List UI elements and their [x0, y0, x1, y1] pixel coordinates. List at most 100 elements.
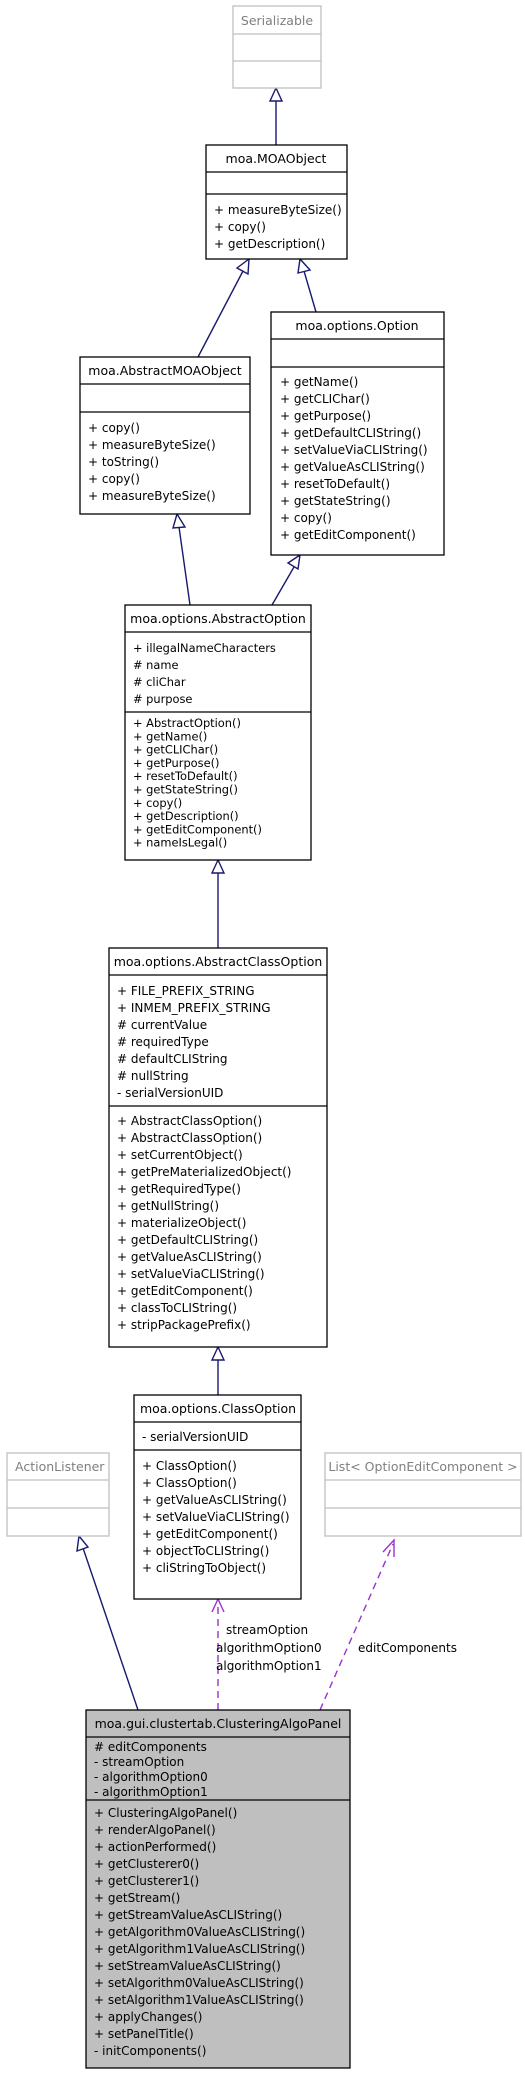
- method: + getEditComponent(): [142, 1527, 278, 1541]
- method: + getDescription(): [214, 237, 325, 251]
- method: + resetToDefault(): [133, 769, 238, 783]
- inheritance-edge-abstractmoaobject-moaobject: [197, 257, 250, 358]
- class-title: moa.options.AbstractOption: [130, 611, 306, 626]
- method: + renderAlgoPanel(): [94, 1823, 216, 1837]
- method: + getRequiredType(): [117, 1182, 241, 1196]
- class-option: moa.options.Option + getName() + getCLIC…: [270, 311, 445, 556]
- method: + getCLIChar(): [280, 392, 370, 406]
- class-title: moa.options.ClassOption: [140, 1401, 296, 1416]
- inheritance-edge-moaobject-serializable: [268, 86, 284, 145]
- method: + getStreamValueAsCLIString(): [94, 1908, 282, 1922]
- method: + getName(): [133, 729, 207, 743]
- edge-label-algorithm-option0: algorithmOption0: [216, 1641, 322, 1655]
- method: + materializeObject(): [117, 1216, 246, 1230]
- method: + setValueViaCLIString(): [117, 1267, 265, 1281]
- class-list-option-edit-component: List< OptionEditComponent >: [324, 1452, 522, 1537]
- attribute: # currentValue: [117, 1018, 207, 1032]
- method: + actionPerformed(): [94, 1840, 216, 1854]
- method: + getPurpose(): [280, 409, 371, 423]
- attribute: - algorithmOption1: [94, 1785, 208, 1799]
- class-abstract-moa-object: moa.AbstractMOAObject + copy() + measure…: [79, 356, 251, 515]
- method: + getPreMaterializedObject(): [117, 1165, 291, 1179]
- method: + setCurrentObject(): [117, 1148, 243, 1162]
- edge-label-edit-components: editComponents: [358, 1641, 457, 1655]
- method: + cliStringToObject(): [142, 1561, 266, 1575]
- usage-edge-panel-list: [319, 1538, 395, 1711]
- attribute: # name: [133, 658, 178, 672]
- attribute: # purpose: [133, 692, 192, 706]
- method: + copy(): [214, 220, 266, 234]
- edge-label-algorithm-option1: algorithmOption1: [216, 1659, 322, 1673]
- attribute: # editComponents: [94, 1740, 207, 1754]
- method: + getClusterer1(): [94, 1874, 199, 1888]
- class-action-listener: ActionListener: [6, 1452, 110, 1537]
- inheritance-edge-abstractoption-abstractmoaobject: [172, 512, 191, 606]
- method: + getEditComponent(): [117, 1284, 253, 1298]
- class-title: moa.gui.clustertab.ClusteringAlgoPanel: [95, 1716, 342, 1731]
- attribute: # nullString: [117, 1069, 189, 1083]
- method: + getDefaultCLIString(): [280, 426, 421, 440]
- method: + ClassOption(): [142, 1459, 237, 1473]
- class-moa-object: moa.MOAObject + measureByteSize() + copy…: [205, 144, 348, 260]
- method: + AbstractClassOption(): [117, 1131, 262, 1145]
- method: + AbstractOption(): [133, 716, 241, 730]
- method: + getEditComponent(): [280, 528, 416, 542]
- class-class-option: moa.options.ClassOption - serialVersionU…: [133, 1394, 302, 1600]
- method: + toString(): [88, 455, 159, 469]
- method: + getValueAsCLIString(): [142, 1493, 287, 1507]
- method: + stripPackagePrefix(): [117, 1318, 251, 1332]
- method: + objectToCLIString(): [142, 1544, 269, 1558]
- method: + classToCLIString(): [117, 1301, 237, 1315]
- attribute: # requiredType: [117, 1035, 209, 1049]
- method: + getAlgorithm0ValueAsCLIString(): [94, 1925, 305, 1939]
- attribute: + illegalNameCharacters: [133, 641, 276, 655]
- method: + ClassOption(): [142, 1476, 237, 1490]
- class-abstract-option: moa.options.AbstractOption + illegalName…: [124, 604, 312, 861]
- method: + measureByteSize(): [88, 489, 216, 503]
- method: + getStream(): [94, 1891, 180, 1905]
- class-title: moa.AbstractMOAObject: [88, 363, 241, 378]
- inheritance-edge-abstractoption-option: [271, 553, 301, 606]
- method: + getValueAsCLIString(): [280, 460, 425, 474]
- method: + measureByteSize(): [214, 203, 342, 217]
- class-abstract-class-option: moa.options.AbstractClassOption + FILE_P…: [108, 947, 328, 1348]
- method: + getClusterer0(): [94, 1857, 199, 1871]
- method: + measureByteSize(): [88, 438, 216, 452]
- attribute: # defaultCLIString: [117, 1052, 228, 1066]
- method: + getEditComponent(): [133, 822, 262, 836]
- method: + copy(): [88, 421, 140, 435]
- attribute: - algorithmOption0: [94, 1770, 208, 1784]
- method: + getDefaultCLIString(): [117, 1233, 258, 1247]
- attribute: + FILE_PREFIX_STRING: [117, 984, 255, 998]
- method: + setValueViaCLIString(): [142, 1510, 290, 1524]
- method: + AbstractClassOption(): [117, 1114, 262, 1128]
- method: + getPurpose(): [133, 756, 219, 770]
- class-title: moa.MOAObject: [226, 151, 327, 166]
- inheritance-edge-panel-actionlistener: [76, 1534, 139, 1711]
- method: + setPanelTitle(): [94, 2027, 194, 2041]
- class-title: List< OptionEditComponent >: [328, 1459, 517, 1474]
- method: + getStateString(): [280, 494, 391, 508]
- class-clustering-algo-panel: moa.gui.clustertab.ClusteringAlgoPanel #…: [85, 1709, 351, 2069]
- inheritance-edge-classoption-abstractclassoption: [210, 1345, 226, 1395]
- attribute: + INMEM_PREFIX_STRING: [117, 1001, 271, 1015]
- class-title: Serializable: [241, 13, 313, 28]
- inheritance-edge-option-moaobject: [297, 257, 317, 313]
- method: + copy(): [88, 472, 140, 486]
- method: + applyChanges(): [94, 2010, 202, 2024]
- method: + setAlgorithm0ValueAsCLIString(): [94, 1976, 304, 1990]
- attribute: - streamOption: [94, 1755, 184, 1769]
- method: + setAlgorithm1ValueAsCLIString(): [94, 1993, 304, 2007]
- method: + getValueAsCLIString(): [117, 1250, 262, 1264]
- class-title: moa.options.AbstractClassOption: [114, 954, 323, 969]
- method: + copy(): [280, 511, 332, 525]
- class-title: moa.options.Option: [295, 318, 418, 333]
- method: + getNullString(): [117, 1199, 219, 1213]
- method: + ClusteringAlgoPanel(): [94, 1806, 237, 1820]
- method: + resetToDefault(): [280, 477, 390, 491]
- method: + copy(): [133, 796, 182, 810]
- edge-label-stream-option: streamOption: [226, 1623, 308, 1637]
- method: + getDescription(): [133, 809, 239, 823]
- method: + getStateString(): [133, 783, 238, 797]
- attribute: - serialVersionUID: [117, 1086, 223, 1100]
